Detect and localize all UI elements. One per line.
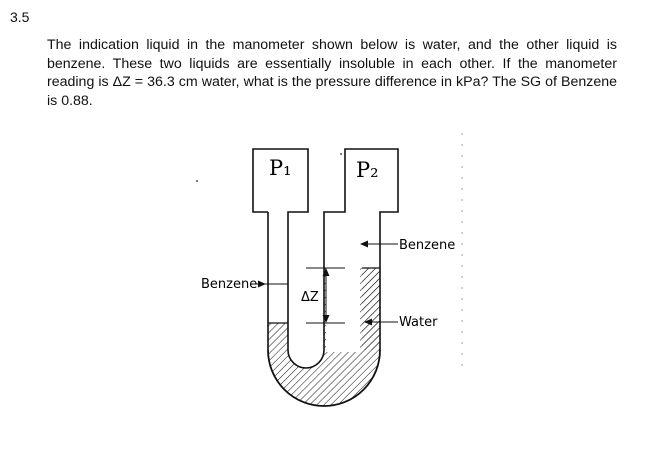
water-right-column bbox=[362, 268, 380, 350]
u-bend-inner bbox=[287, 349, 325, 369]
water-label: Water bbox=[399, 315, 438, 330]
benzene-left-label: Benzene bbox=[201, 277, 257, 292]
p1-label: P₁ bbox=[269, 156, 292, 180]
vessel-p2 bbox=[323, 148, 399, 350]
p2-label: P₂ bbox=[356, 158, 379, 182]
problem-statement: The indication liquid in the manometer s… bbox=[47, 37, 617, 109]
delta-z-label: ΔZ bbox=[301, 290, 319, 305]
u-bend-outer bbox=[267, 349, 381, 407]
benzene-right-label: Benzene bbox=[399, 238, 455, 253]
question-number: 3.5 bbox=[10, 9, 30, 25]
vessel-p1 bbox=[252, 148, 309, 350]
